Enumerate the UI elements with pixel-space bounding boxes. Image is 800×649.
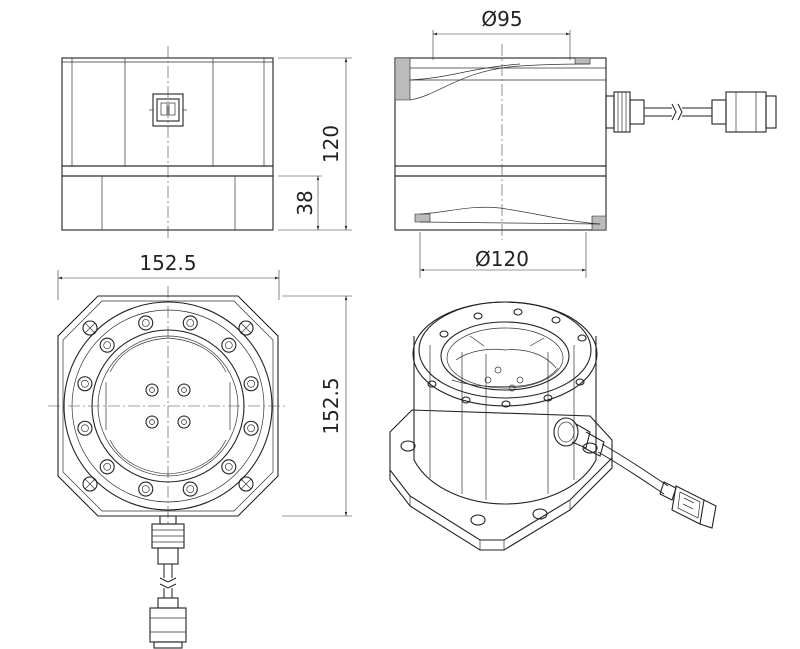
height-dimension-label: 120	[319, 125, 343, 163]
bolt-hole-inner	[224, 341, 233, 350]
bolt-hole-inner	[247, 379, 255, 388]
bolt-hole-inner	[103, 462, 112, 471]
section-view: Ø95 Ø120	[394, 7, 777, 278]
bolt-hole-inner	[224, 462, 233, 471]
bolt-hole	[243, 376, 259, 392]
bolt-hole	[77, 376, 93, 392]
bolt-hole	[138, 315, 154, 331]
bolt-hole-inner	[186, 319, 195, 327]
iso-bolts	[427, 308, 587, 408]
bolt-circle	[77, 315, 259, 497]
iso-cable-icon	[553, 417, 717, 529]
bolt-hole	[77, 420, 93, 436]
bolt-hole	[99, 459, 115, 475]
cable-connector-icon	[149, 515, 187, 649]
bolt-hole-inner	[141, 485, 150, 493]
bolt-hole	[243, 420, 259, 436]
bolt-hole-inner	[141, 319, 150, 327]
cable-gland-icon	[605, 91, 777, 133]
front-view: 120 38	[61, 46, 352, 240]
bolt-hole	[221, 337, 237, 353]
corner-holes	[82, 320, 254, 492]
center-holes	[145, 383, 191, 429]
bolt-hole-inner	[103, 341, 112, 350]
bolt-hole	[99, 337, 115, 353]
bolt-hole-inner	[81, 379, 89, 388]
bolt-hole	[182, 315, 198, 331]
bolt-hole-inner	[247, 424, 255, 433]
bolt-hole-inner	[81, 424, 89, 433]
top-view: 152.5	[48, 251, 352, 649]
bolt-hole	[182, 481, 198, 497]
isometric-view	[389, 301, 717, 551]
width-dimension-label: 152.5	[139, 251, 196, 275]
bolt-hole	[138, 481, 154, 497]
depth-dimension-label: 152.5	[319, 377, 343, 434]
connector-icon	[149, 93, 187, 127]
bottom-diameter-dimension-label: Ø120	[475, 247, 529, 271]
bolt-hole	[221, 459, 237, 475]
base-height-dimension-label: 38	[293, 190, 317, 215]
bolt-hole-inner	[186, 485, 195, 493]
top-diameter-dimension-label: Ø95	[481, 7, 522, 31]
